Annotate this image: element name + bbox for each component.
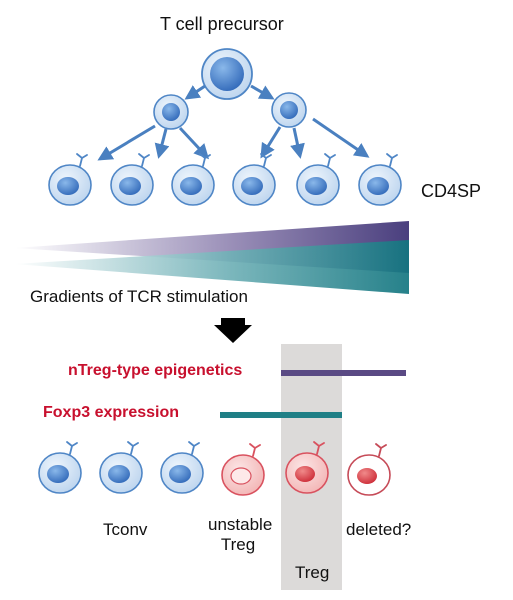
unstable-treg-cell — [221, 443, 265, 496]
precursor-cell — [201, 48, 253, 100]
lineage-arrows — [97, 84, 370, 161]
ntreg-epigenetics-bar — [281, 370, 406, 376]
precursor-label: T cell precursor — [160, 14, 284, 34]
tcr-gradient-teal — [14, 240, 409, 294]
tconv-cell-3 — [160, 441, 204, 494]
tconv-cell-1 — [38, 441, 82, 494]
unstable-treg-label: unstable Treg — [208, 515, 273, 555]
cd4sp-cell-3 — [171, 153, 215, 206]
foxp3-expression-bar — [220, 412, 342, 418]
cd4sp-cell-6 — [358, 153, 402, 206]
ntreg-epigenetics-label: nTreg-type epigenetics — [68, 362, 243, 379]
cd4sp-cell-2 — [110, 153, 154, 206]
intermediate-cell-left — [153, 94, 189, 130]
tconv-cell-2 — [99, 441, 143, 494]
gradients-label: Gradients of TCR stimulation — [30, 287, 248, 306]
tconv-label: Tconv — [103, 520, 148, 539]
cd4sp-cell-5 — [296, 153, 340, 206]
deleted-label: deleted? — [346, 520, 412, 539]
cd4sp-cell-4 — [232, 153, 276, 206]
unstable-label-line1: unstable — [208, 515, 273, 534]
deleted-cell — [347, 443, 391, 496]
down-arrow — [214, 318, 252, 343]
foxp3-expression-label: Foxp3 expression — [43, 404, 180, 421]
unstable-label-line2: Treg — [220, 535, 256, 554]
cd4sp-label: CD4SP — [421, 181, 482, 201]
treg-cell — [285, 441, 329, 494]
treg-label: Treg — [295, 563, 330, 582]
intermediate-cell-right — [271, 92, 307, 128]
cd4sp-cell-1 — [48, 153, 92, 206]
